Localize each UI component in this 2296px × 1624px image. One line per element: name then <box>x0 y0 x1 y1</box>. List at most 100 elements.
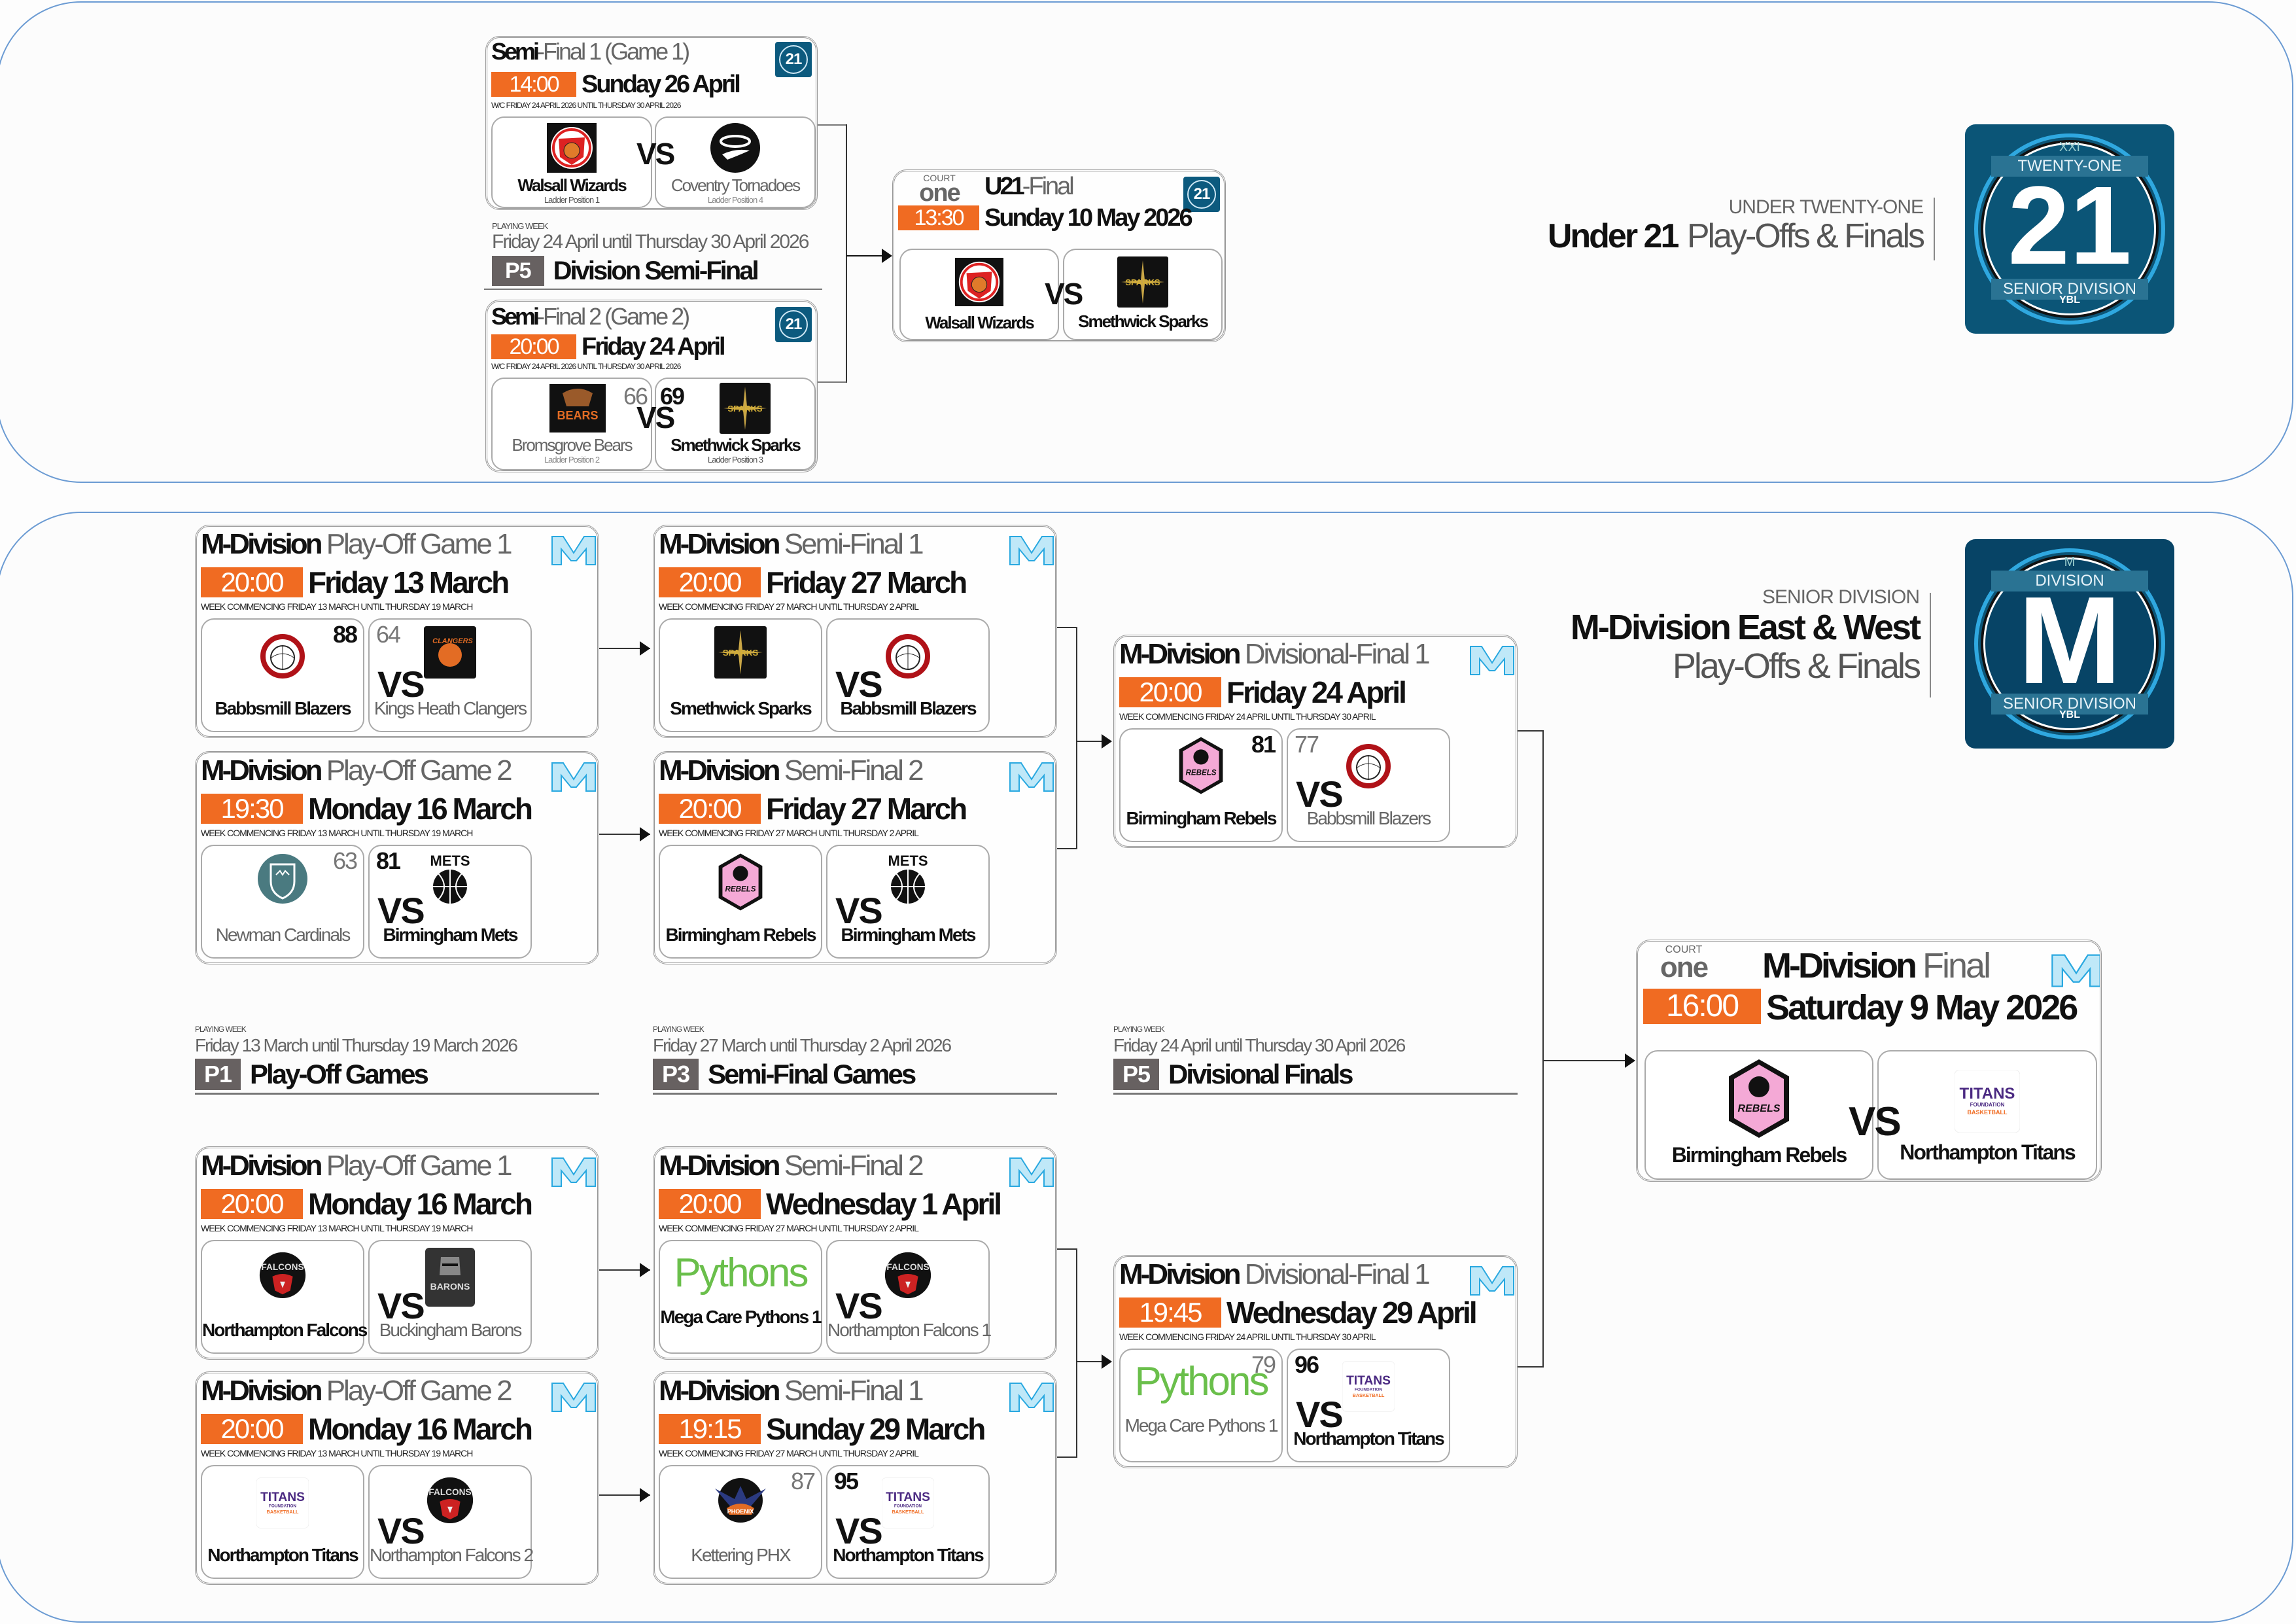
week-commencing: WEEK COMMENCING FRIDAY 13 MARCH UNTIL TH… <box>201 828 473 838</box>
game-title: M-Division Semi-Final 1 <box>659 1375 924 1407</box>
team-home[interactable]: REBELS Birmingham Rebels <box>1644 1050 1873 1180</box>
vs-label: VS <box>835 1285 883 1326</box>
team-home[interactable]: SPARKS Smethwick Sparks <box>659 618 822 732</box>
team-home[interactable]: FALCONS Northampton Falcons 1 <box>201 1240 381 1354</box>
vs-label: VS <box>377 663 425 705</box>
svg-text:FOUNDATION: FOUNDATION <box>269 1504 297 1508</box>
team-name: Kings Heath Clangers <box>374 698 527 718</box>
m-game-card-df1a[interactable]: M-Division Divisional-Final 1 20:00 Frid… <box>1113 635 1518 848</box>
week-commencing: WEEK COMMENCING FRIDAY 27 MARCH UNTIL TH… <box>659 1448 919 1458</box>
team-home[interactable]: 88 Babbsmill Blazers <box>201 618 364 732</box>
m-game-card-po1b[interactable]: M-Division Play-Off Game 1 20:00 Monday … <box>195 1146 599 1360</box>
team-name: Walsall Wizards <box>517 175 627 195</box>
vs-label: VS <box>377 890 425 931</box>
team-away[interactable]: FALCONS Northampton Falcons 1 <box>826 1240 992 1354</box>
team-home[interactable]: REBELS Birmingham Rebels <box>659 845 822 959</box>
team-name: Northampton Falcons 1 <box>827 1320 992 1340</box>
u21-semi-final-2-card[interactable]: Semi-Final 2 (Game 2) 21 20:00 Friday 24… <box>485 300 818 472</box>
arrow-icon <box>640 641 650 656</box>
team-home[interactable]: BEARS 66 Bromsgrove Bears Ladder Positio… <box>491 378 652 470</box>
team-away[interactable]: Coventry Tornadoes Ladder Position 4 <box>655 116 816 208</box>
team-away[interactable]: 77 Babbsmill Blazers <box>1287 728 1450 842</box>
birmingham-mets-logo: METS <box>430 853 470 904</box>
game-time: 19:15 <box>659 1414 761 1444</box>
game-date: Monday 16 March <box>308 792 533 826</box>
team-away[interactable]: Babbsmill Blazers <box>826 618 990 732</box>
svg-text:SPARKS: SPARKS <box>1125 277 1160 287</box>
team-name: Smethwick Sparks <box>670 435 801 455</box>
ladder-position: Ladder Position 1 <box>544 195 600 205</box>
m-game-card-po2a[interactable]: M-Division Play-Off Game 2 19:30 Monday … <box>195 751 599 964</box>
team-name: Coventry Tornadoes <box>670 175 801 195</box>
connector-line <box>1544 1060 1625 1061</box>
team-away[interactable]: 69 SPARKS Smethwick Sparks Ladder Positi… <box>655 378 816 470</box>
team-name: Bromsgrove Bears <box>512 435 633 455</box>
team-name: Smethwick Sparks <box>670 698 812 718</box>
m-game-card-sf2b[interactable]: M-Division Semi-Final 2 20:00 Wednesday … <box>653 1146 1057 1360</box>
babbsmill-blazers-logo <box>1346 744 1391 788</box>
team-away[interactable]: BARONS Buckingham Barons <box>368 1240 532 1354</box>
svg-text:REBELS: REBELS <box>1738 1103 1781 1114</box>
game-title: M-Division Semi-Final 2 <box>659 1150 924 1182</box>
game-title: M-Division Divisional-Final 1 <box>1119 1258 1431 1290</box>
connector-line <box>599 1269 650 1271</box>
team-home[interactable]: Walsall Wizards Ladder Position 1 <box>491 116 652 208</box>
team-home[interactable]: Pythons Mega Care Pythons 1 <box>659 1240 822 1354</box>
team-name: Kettering PHX <box>691 1545 791 1565</box>
m-game-card-df1b[interactable]: M-Division Divisional-Final 1 19:45 Wedn… <box>1113 1255 1518 1468</box>
team-name: Birmingham Mets <box>841 925 977 945</box>
connector-line <box>846 255 882 256</box>
game-time: 20:00 <box>201 567 303 597</box>
svg-text:FALCONS: FALCONS <box>886 1262 929 1272</box>
m-game-card-po1a[interactable]: M-Division Play-Off Game 1 20:00 Friday … <box>195 525 599 738</box>
team-away[interactable]: SPARKS Smethwick Sparks <box>1063 249 1223 340</box>
m-game-card-po2b[interactable]: M-Division Play-Off Game 2 20:00 Monday … <box>195 1371 599 1585</box>
svg-text:REBELS: REBELS <box>1185 769 1216 777</box>
connector-line <box>599 1494 650 1496</box>
team-name: Smethwick Sparks <box>1078 311 1209 331</box>
team-name: Northampton Titans <box>1900 1140 2076 1164</box>
team-name: Newman Cardinals <box>215 925 351 945</box>
team-home[interactable]: Walsall Wizards <box>899 249 1059 340</box>
team-name: Buckingham Barons <box>379 1320 523 1340</box>
team-name: Northampton Falcons 2 <box>370 1545 534 1565</box>
score: 87 <box>790 1468 816 1494</box>
connector-line <box>1057 848 1077 849</box>
u21-senior-division-badge: XXI TWENTY-ONE 21 SENIOR DIVISION YBL <box>1965 124 2174 334</box>
m-game-card-sf1b[interactable]: M-Division Semi-Final 1 19:15 Sunday 29 … <box>653 1371 1057 1585</box>
game-time: 20:00 <box>491 334 576 359</box>
connector-line <box>818 381 846 383</box>
connector-line <box>599 648 650 649</box>
score: 79 <box>1251 1351 1276 1378</box>
team-home[interactable]: 63 Newman Cardinals <box>201 845 364 959</box>
birmingham-rebels-logo: REBELS <box>1729 1059 1789 1138</box>
connector-line <box>599 834 650 835</box>
game-time: 13:30 <box>898 205 979 230</box>
team-away[interactable]: FALCONS Northampton Falcons 2 <box>368 1465 534 1579</box>
kings-heath-clangers-logo: CLANGERS <box>424 626 476 679</box>
team-away[interactable]: METS Birmingham Mets <box>826 845 990 959</box>
game-time: 19:30 <box>201 794 303 824</box>
connector-line <box>1077 1361 1103 1362</box>
m-game-card-sf1a[interactable]: M-Division Semi-Final 1 20:00 Friday 27 … <box>653 525 1057 738</box>
vs-label: VS <box>835 663 883 705</box>
score: 77 <box>1295 731 1319 758</box>
vs-label: VS <box>835 890 883 931</box>
mega-care-pythons-logo: Pythons <box>1134 1359 1269 1404</box>
u21-semi-final-1-card[interactable]: Semi-Final 1 (Game 1) 21 14:00 Sunday 26… <box>485 36 818 210</box>
svg-text:FOUNDATION: FOUNDATION <box>894 1504 922 1508</box>
m-game-card-sf2a[interactable]: M-Division Semi-Final 2 20:00 Friday 27 … <box>653 751 1057 964</box>
game-time: 16:00 <box>1643 989 1761 1024</box>
